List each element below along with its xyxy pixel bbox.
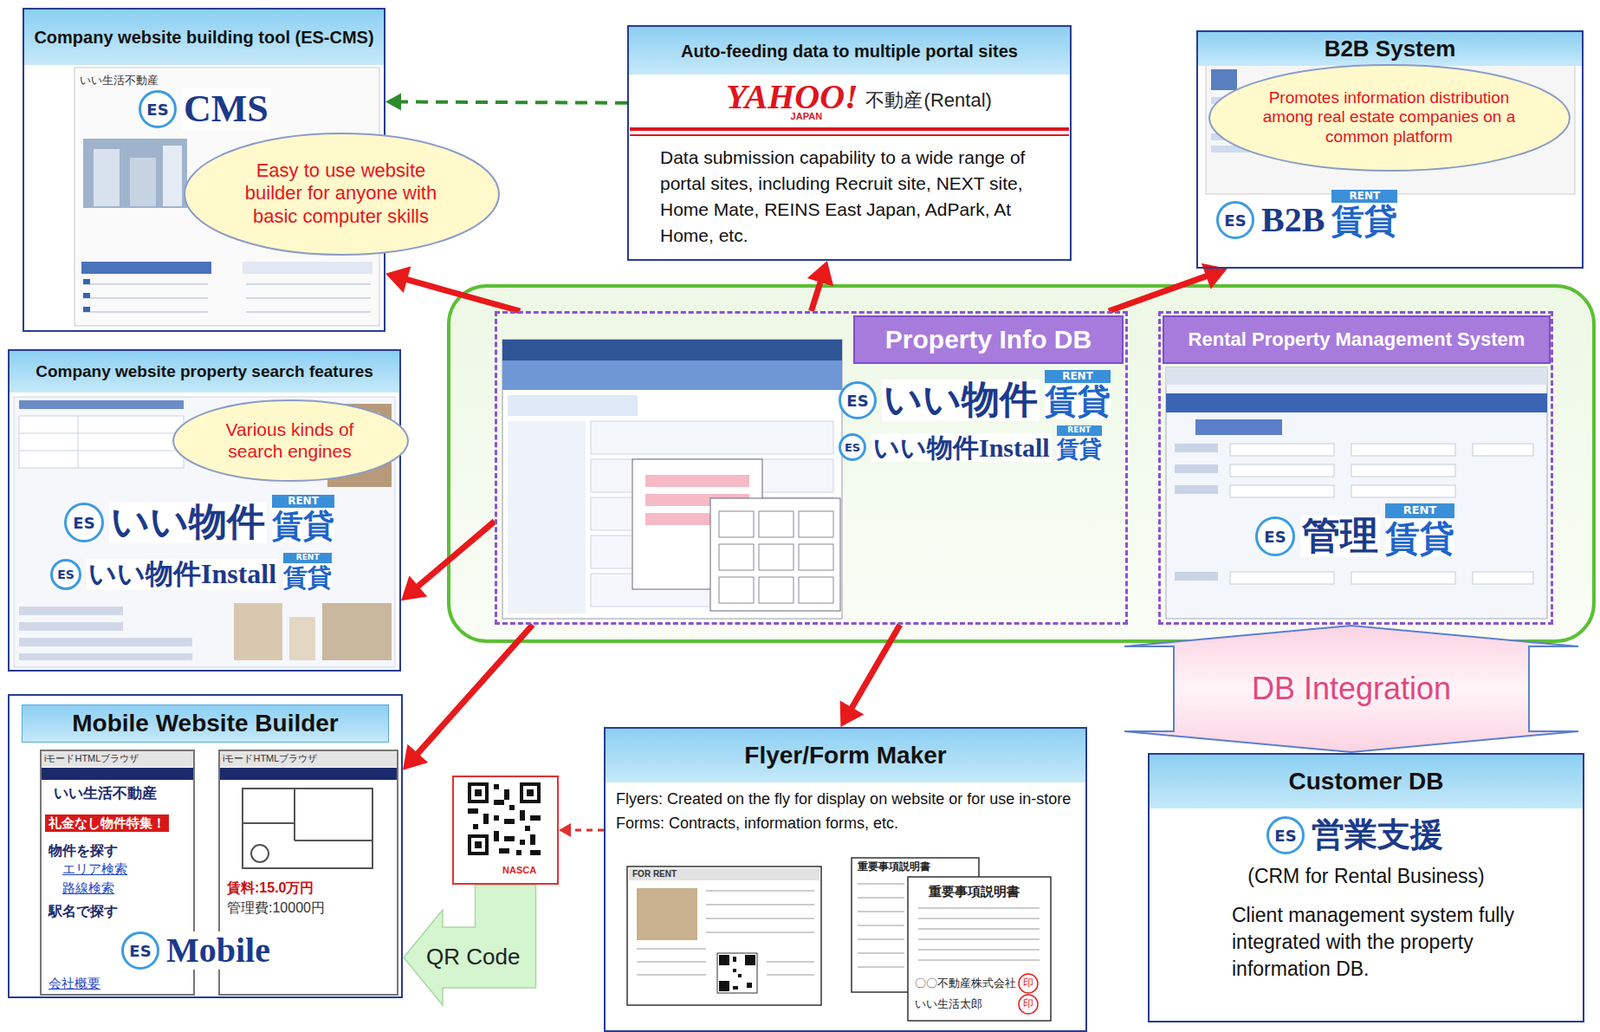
body-text: Client management system fully integrate… xyxy=(1231,901,1553,983)
logo-rental: 賃貸 xyxy=(1056,437,1102,461)
callout-text: Promotes information distribution among … xyxy=(1259,88,1520,148)
callout-bubble: Promotes information distribution among … xyxy=(1207,63,1572,173)
doc-title: 重要事項説明書 xyxy=(928,883,1020,900)
body-text: NASCA xyxy=(502,864,537,876)
rent-tag: RENT xyxy=(1044,369,1111,384)
logo-rental: 賃貸 xyxy=(1331,204,1398,240)
box-header: Mobile Website Builder xyxy=(21,704,389,743)
logo-word: 営業支援 xyxy=(1309,816,1445,854)
doc-text: 〇〇不動産株式会社 xyxy=(914,977,1017,991)
callout-text: Easy to use website builder for anyone w… xyxy=(228,159,454,228)
data-flow-arrow xyxy=(807,260,835,311)
portal-logo-sub: JAPAN xyxy=(790,110,823,122)
logo-word: いい物件Install xyxy=(86,558,279,590)
rent-tag: RENT xyxy=(283,552,332,564)
logo-word: B2B xyxy=(1259,200,1327,240)
logo-rental: 賃貸 xyxy=(1044,384,1111,420)
rent-tag: RENT xyxy=(272,494,335,509)
logo-word: Mobile xyxy=(164,931,273,970)
system-panel: Rental Property Management System xyxy=(1158,310,1554,625)
dashed-arrow xyxy=(558,822,604,837)
system-panel: Property Info DB xyxy=(494,310,1128,625)
feature-box: Auto-feeding data to multiple portal sit… xyxy=(627,25,1072,261)
data-flow-arrow xyxy=(840,624,901,727)
seal-mark: 印 xyxy=(1023,977,1034,990)
double-block-arrow xyxy=(1124,625,1579,752)
logo-mark: ES xyxy=(50,558,82,590)
panel-title: Property Info DB xyxy=(853,315,1124,364)
logo-mark: ES xyxy=(1216,200,1255,240)
logo-word: 管理 xyxy=(1300,515,1380,558)
callout-ellipse xyxy=(171,398,410,483)
phone-text: 駅名で探す xyxy=(48,902,118,920)
logo-word: CMS xyxy=(181,88,271,130)
logo-mark: ES xyxy=(121,931,160,970)
phone-link: 会社概要 xyxy=(48,975,101,992)
phone-title: iモードHTMLブラウザ xyxy=(222,752,318,765)
box-header: Customer DB xyxy=(1149,754,1583,809)
logo-rental: 賃貸 xyxy=(1385,519,1455,557)
doc-title: 重要事項説明書 xyxy=(857,861,931,874)
logo-mark: ES xyxy=(1255,516,1296,557)
edge-label: QR Code xyxy=(426,944,520,971)
box-header: Company website building tool (ES-CMS) xyxy=(24,9,384,65)
body-text: Flyers: Created on the fly for display o… xyxy=(615,789,1076,809)
box-header: Flyer/Form Maker xyxy=(605,728,1086,783)
phone-title: iモードHTMLブラウザ xyxy=(44,752,139,765)
phone-text: いい生活不動産 xyxy=(53,784,157,803)
phone-banner: 礼金なし物件特集！ xyxy=(45,814,169,832)
callout-text: Various kinds of search engines xyxy=(207,418,373,462)
rent-tag: RENT xyxy=(1385,503,1455,519)
phone-link: 路線検索 xyxy=(62,880,115,896)
logo-rental: 賃貸 xyxy=(283,564,332,590)
rent-tag: RENT xyxy=(1056,425,1102,436)
data-flow-arrow xyxy=(1108,263,1228,311)
data-flow-arrow xyxy=(385,265,520,311)
logo-rental: 賃貸 xyxy=(272,509,335,543)
logo-mark: ES xyxy=(838,433,867,461)
feature-box: Customer DB (CRM for Rental Business) Clie… xyxy=(1147,752,1585,1023)
logo-mark: ES xyxy=(64,502,104,543)
phone-text: 管理費:10000円 xyxy=(226,899,325,916)
rent-tag: RENT xyxy=(1331,189,1398,204)
qr-code-box: NASCA xyxy=(452,775,559,885)
box-header: B2B System xyxy=(1198,32,1582,66)
doc-text: いい生活太郎 xyxy=(914,997,983,1011)
block-arrow xyxy=(403,884,537,1005)
logo-mark: ES xyxy=(838,381,877,420)
body-text: Data submission capability to a wide ran… xyxy=(660,144,1059,249)
box-header: Company website property search features xyxy=(9,350,400,393)
phone-link: エリア検索 xyxy=(62,861,128,877)
box-header: Auto-feeding data to multiple portal sit… xyxy=(628,26,1070,75)
phone-text: 賃料:15.0万円 xyxy=(226,879,314,896)
edge-label: DB Integration xyxy=(1251,670,1452,707)
body-text: Forms: Contracts, information forms, etc… xyxy=(615,813,1076,833)
phone-text: 物件を探す xyxy=(48,842,118,859)
logo-word: いい物件 xyxy=(109,501,267,544)
callout-bubble: Various kinds of search engines xyxy=(171,398,410,483)
portal-name: 不動産 xyxy=(865,90,923,111)
panel-title: Rental Property Management System xyxy=(1162,315,1551,364)
seal-mark: 印 xyxy=(1023,997,1034,1011)
data-flow-arrow xyxy=(401,521,495,602)
logo-word: いい物件Install xyxy=(871,433,1052,462)
doc-text: FOR RENT xyxy=(632,868,677,880)
dashed-arrow xyxy=(385,93,628,111)
body-text: (CRM for Rental Business) xyxy=(1149,864,1583,889)
portal-logo: YAHOO! xyxy=(725,79,859,115)
logo-mark: ES xyxy=(138,90,177,129)
data-flow-arrow xyxy=(402,624,533,771)
screen-text: いい生活不動産 xyxy=(79,72,159,89)
callout-bubble: Easy to use website builder for anyone w… xyxy=(182,131,501,257)
logo-word: いい物件 xyxy=(881,379,1040,422)
portal-name: (Rental) xyxy=(924,90,992,111)
logo-mark: ES xyxy=(1266,816,1305,855)
